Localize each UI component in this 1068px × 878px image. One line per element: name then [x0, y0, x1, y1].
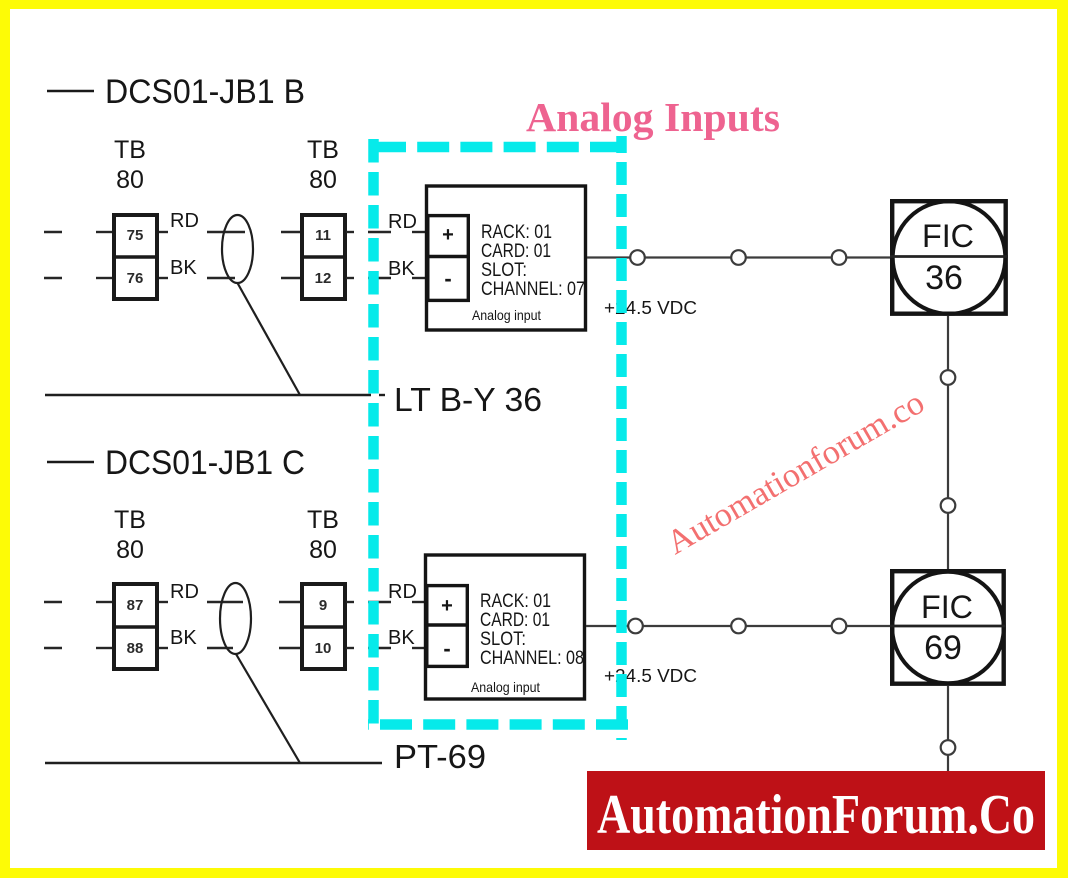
svg-text:CARD: 01: CARD: 01	[481, 241, 551, 262]
svg-text:RD: RD	[388, 581, 417, 603]
svg-text:Analog Inputs: Analog Inputs	[526, 94, 780, 140]
svg-text:80: 80	[116, 536, 144, 564]
svg-text:BK: BK	[170, 627, 197, 649]
svg-text:TB: TB	[307, 506, 339, 534]
svg-text:Analog input: Analog input	[471, 679, 540, 695]
svg-text:80: 80	[309, 536, 337, 564]
svg-text:-: -	[444, 266, 451, 291]
svg-text:-: -	[443, 636, 450, 661]
svg-text:DCS01-JB1 C: DCS01-JB1 C	[105, 444, 305, 482]
svg-text:TB: TB	[114, 136, 146, 164]
svg-text:CHANNEL: 07: CHANNEL: 07	[481, 279, 585, 300]
svg-text:SLOT:: SLOT:	[480, 629, 526, 650]
svg-text:87: 87	[127, 597, 144, 614]
svg-text:RACK: 01: RACK: 01	[481, 222, 552, 243]
svg-text:69: 69	[924, 629, 962, 667]
svg-text:36: 36	[925, 259, 963, 297]
svg-text:LT B-Y 36: LT B-Y 36	[394, 381, 542, 418]
svg-text:80: 80	[309, 166, 337, 194]
svg-text:RD: RD	[388, 211, 417, 233]
svg-text:76: 76	[127, 270, 144, 287]
svg-text:9: 9	[319, 597, 327, 614]
svg-text:11: 11	[315, 227, 331, 244]
svg-text:RACK: 01: RACK: 01	[480, 591, 551, 612]
svg-text:BK: BK	[388, 258, 415, 280]
svg-text:75: 75	[127, 227, 144, 244]
svg-text:FIC: FIC	[922, 218, 974, 254]
svg-text:CHANNEL: 08: CHANNEL: 08	[480, 648, 584, 669]
svg-text:+24.5 VDC: +24.5 VDC	[604, 666, 697, 686]
svg-text:TB: TB	[307, 136, 339, 164]
svg-text:80: 80	[116, 166, 144, 194]
svg-text:10: 10	[315, 640, 332, 657]
svg-text:+: +	[441, 595, 453, 617]
svg-text:RD: RD	[170, 581, 199, 603]
svg-text:BK: BK	[388, 627, 415, 649]
svg-text:RD: RD	[170, 210, 199, 232]
svg-text:FIC: FIC	[921, 589, 973, 625]
svg-text:88: 88	[127, 640, 144, 657]
svg-text:CARD: 01: CARD: 01	[480, 610, 550, 631]
svg-text:PT-69: PT-69	[394, 738, 486, 775]
svg-text:+24.5 VDC: +24.5 VDC	[604, 298, 697, 318]
svg-text:TB: TB	[114, 506, 146, 534]
svg-text:BK: BK	[170, 257, 197, 279]
svg-text:Analog input: Analog input	[472, 307, 541, 323]
svg-text:SLOT:: SLOT:	[481, 260, 527, 281]
svg-text:12: 12	[315, 270, 332, 287]
svg-text:+: +	[442, 224, 454, 246]
svg-text:AutomationForum.Co: AutomationForum.Co	[597, 784, 1035, 846]
svg-text:DCS01-JB1 B: DCS01-JB1 B	[105, 73, 305, 111]
